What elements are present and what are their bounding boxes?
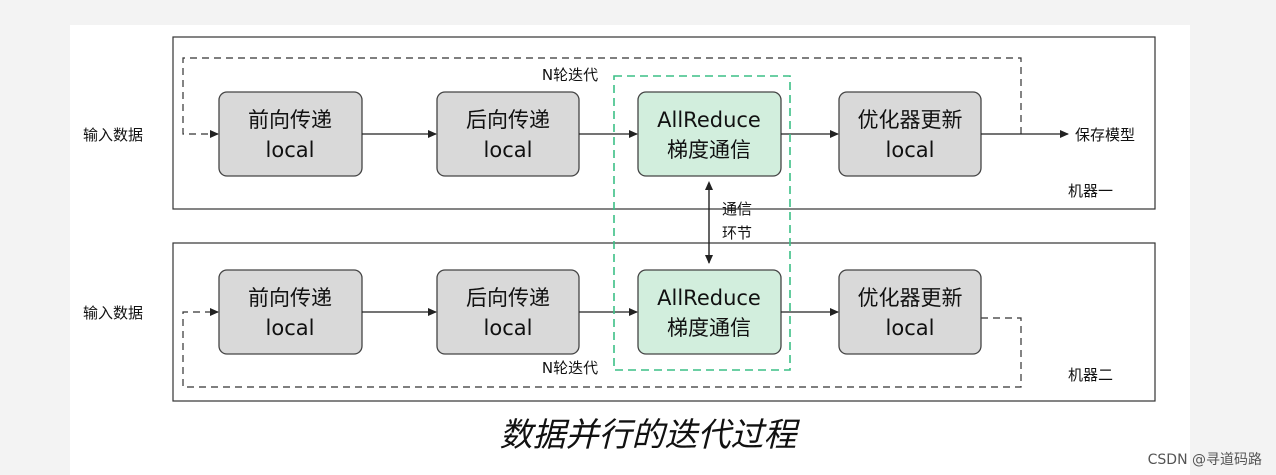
machine2-forward-line2: local	[266, 316, 315, 340]
machine1-output-label: 保存模型	[1075, 126, 1135, 144]
machine1-loop-line	[182, 57, 1022, 138]
machine2-loop-label: N轮迭代	[542, 359, 598, 377]
machine2-forward-box	[218, 269, 363, 355]
machine2-backward-line2: local	[484, 316, 533, 340]
comm-label-line1: 通信	[722, 200, 752, 218]
comm-gap-mask	[614, 212, 790, 242]
machine1-allreduce-box	[637, 91, 782, 177]
comm-label-line2: 环节	[722, 224, 752, 242]
machine1-forward-box	[218, 91, 363, 177]
machine2-backward-line1: 后向传递	[466, 286, 550, 310]
machine1-loop-label: N轮迭代	[542, 66, 598, 84]
machine1-optimizer-line2: local	[886, 138, 935, 162]
machine1-optimizer-box	[838, 91, 982, 177]
comm-dashed-region	[613, 75, 791, 371]
machine1-allreduce-line2: 梯度通信	[667, 138, 751, 162]
machine2-allreduce-box	[637, 269, 782, 355]
machine2-backward-box	[436, 269, 580, 355]
machine1-backward-line2: local	[484, 138, 533, 162]
machine2-allreduce-line2: 梯度通信	[667, 316, 751, 340]
machine2-optimizer-box	[838, 269, 982, 355]
machine1-allreduce-line1: AllReduce	[657, 108, 761, 132]
machine1-name: 机器一	[1068, 182, 1113, 200]
machine1-forward-line2: local	[266, 138, 315, 162]
diagram-caption: 数据并行的迭代过程	[500, 415, 801, 454]
machine2-forward-line1: 前向传递	[248, 286, 332, 310]
machine1-backward-box	[436, 91, 580, 177]
machine1-backward-line1: 后向传递	[466, 108, 550, 132]
machine2-optimizer-line2: local	[886, 316, 935, 340]
machine2-loop-line	[182, 308, 1022, 388]
machine2-allreduce-line1: AllReduce	[657, 286, 761, 310]
machine2-optimizer-line1: 优化器更新	[858, 286, 963, 310]
machine2-input-label: 输入数据	[83, 304, 143, 322]
machine1-forward-line1: 前向传递	[248, 108, 332, 132]
machine1-optimizer-line1: 优化器更新	[858, 108, 963, 132]
machine1-input-label: 输入数据	[83, 126, 143, 144]
machine2-frame	[172, 242, 1156, 402]
watermark: CSDN @寻道码路	[1148, 452, 1262, 468]
machine1-frame	[172, 36, 1156, 210]
machine2-name: 机器二	[1068, 366, 1113, 384]
